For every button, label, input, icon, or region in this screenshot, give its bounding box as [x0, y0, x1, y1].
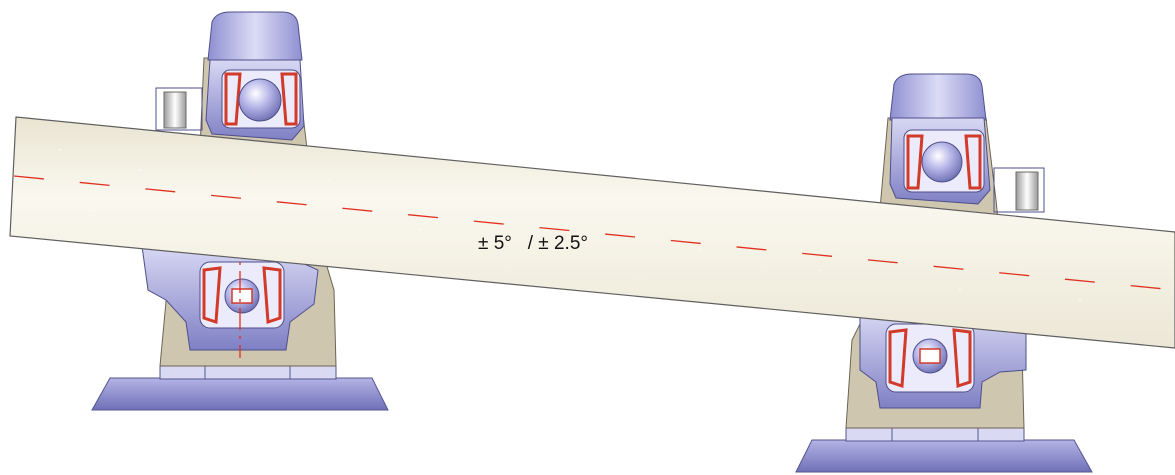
left-upper-ball: [238, 78, 282, 122]
left-upper-bearing: [221, 69, 301, 129]
misalignment-angle-label: ± 5° / ± 2.5°: [478, 233, 588, 254]
left-housing-cap: [207, 11, 303, 61]
left-base-plate: [91, 377, 389, 411]
right-upper-bearing: [903, 129, 985, 193]
shaft-body: [9, 116, 1175, 349]
left-base-lip: [159, 365, 337, 380]
right-lower-bearing: [885, 323, 975, 393]
left-lower-bearing: [199, 261, 285, 329]
right-base-plate: [795, 439, 1093, 473]
right-base-lip: [845, 427, 1025, 442]
left-bearing-unit: [91, 11, 389, 411]
left-dowel-pin: [163, 91, 187, 129]
shaft-texture: [59, 149, 1081, 301]
right-upper-ball: [921, 141, 963, 183]
right-housing-cap: [889, 73, 987, 121]
shaft: [9, 116, 1175, 349]
right-dowel-pin: [1015, 171, 1039, 211]
